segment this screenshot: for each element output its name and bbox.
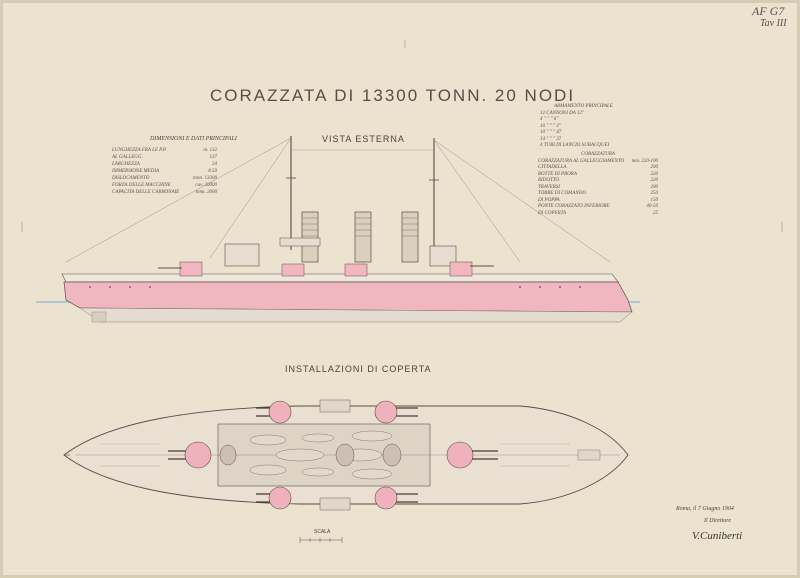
signature: V.Cuniberti: [692, 530, 743, 542]
dimensions-table: LUNGHEZZA FRA LE P.P.m. 132 AL GALLEGG.1…: [112, 147, 217, 196]
armament-row: 10 " " " 47: [540, 130, 562, 135]
table-number: Tav III: [760, 18, 787, 29]
armament-table: ARMAMENTO PRINCIPALE 12 CANNONI DA 12" 4…: [540, 104, 613, 150]
armament-row: 14 " " " 37: [540, 136, 562, 142]
dimension-row: AL GALLEGG.137: [112, 155, 217, 160]
armament-row: 16 " " " 3": [540, 123, 561, 129]
date-line: Roma, il 7 Giugno 1904: [676, 506, 734, 512]
director-label: Il Direttore: [704, 518, 732, 524]
armament-row: 12 CANNONI DA 12": [540, 110, 585, 116]
deck-plan: [63, 399, 629, 511]
profile-view: [36, 136, 640, 323]
scale-bar: [299, 537, 343, 543]
view-label-deck: INSTALLAZIONI DI COPERTA: [285, 364, 432, 374]
dimensions-heading: DIMENSIONI E DATI PRINCIPALI: [150, 136, 237, 142]
dimension-row: LUNGHEZZA FRA LE P.P.m. 132: [112, 148, 217, 153]
armament-heading: ARMAMENTO PRINCIPALE: [554, 104, 613, 109]
armament-row: 4 " " " 6": [540, 117, 559, 122]
scale-label: SCALA: [314, 529, 331, 535]
page-title: CORAZZATA DI 13300 TONN. 20 NODI: [210, 86, 576, 105]
armor-table: CORAZZATURA CORAZZATURA AL GALLEGGIAMENT…: [538, 152, 658, 217]
reference-code: AF G7: [752, 4, 785, 18]
armament-row: 4 TUBI DI LANCIO SUBACQUEI: [540, 143, 610, 148]
view-label-external: VISTA ESTERNA: [322, 134, 405, 144]
armor-heading: CORAZZATURA: [581, 152, 615, 157]
